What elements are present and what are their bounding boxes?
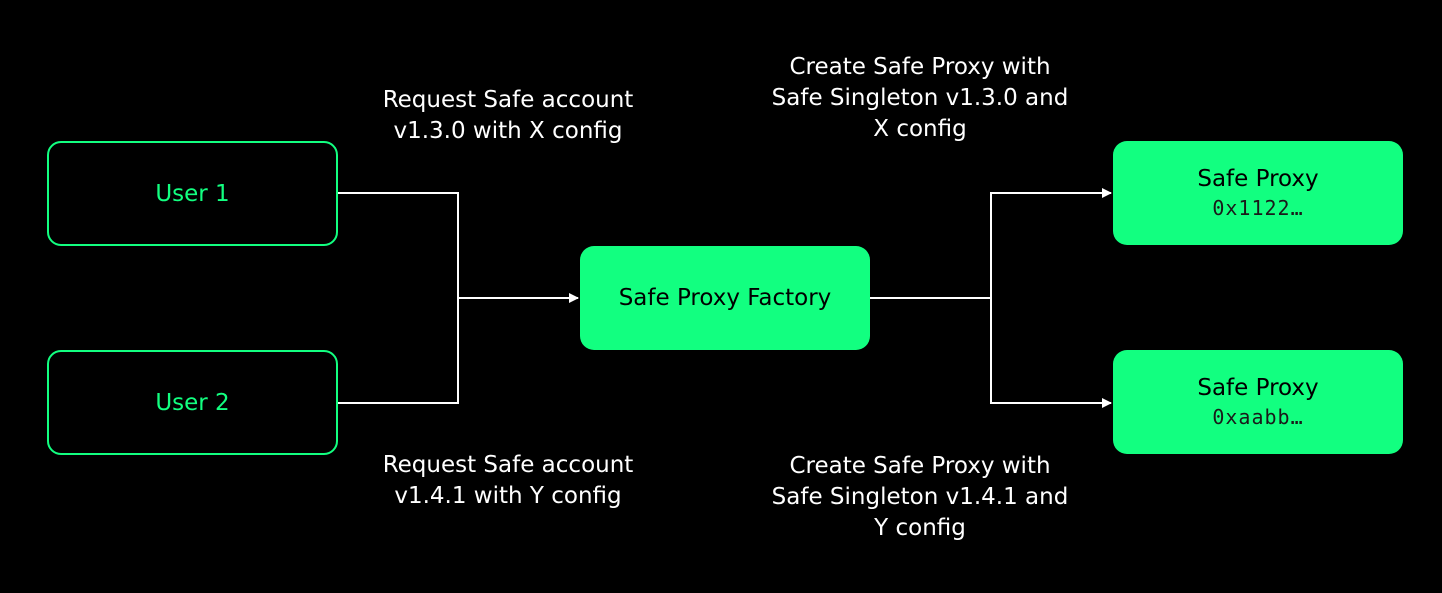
proxy2-label: Safe Proxy — [1197, 375, 1319, 401]
proxy1-arrow — [990, 188, 1112, 298]
user2-connector — [338, 298, 459, 404]
user2-label: User 2 — [155, 389, 230, 416]
proxy1-address: 0x1122… — [1212, 196, 1304, 220]
request-y-caption: Request Safe account v1.4.1 with Y confi… — [382, 452, 634, 509]
user1-label: User 1 — [155, 180, 230, 207]
factory-node: Safe Proxy Factory — [580, 246, 870, 350]
create-y-caption: Create Safe Proxy with Safe Singleton v1… — [771, 453, 1069, 541]
proxy2-node: Safe Proxy 0xaabb… — [1113, 350, 1403, 454]
user1-node: User 1 — [47, 141, 338, 246]
create-x-caption: Create Safe Proxy with Safe Singleton v1… — [771, 54, 1069, 142]
user1-connector — [338, 192, 459, 298]
proxy2-arrow — [990, 298, 1112, 408]
factory-label: Safe Proxy Factory — [618, 285, 832, 311]
proxy1-node: Safe Proxy 0x1122… — [1113, 141, 1403, 245]
proxy2-address: 0xaabb… — [1212, 405, 1304, 429]
user2-node: User 2 — [47, 350, 338, 455]
request-x-caption: Request Safe account v1.3.0 with X confi… — [382, 87, 634, 144]
proxy1-label: Safe Proxy — [1197, 166, 1319, 192]
